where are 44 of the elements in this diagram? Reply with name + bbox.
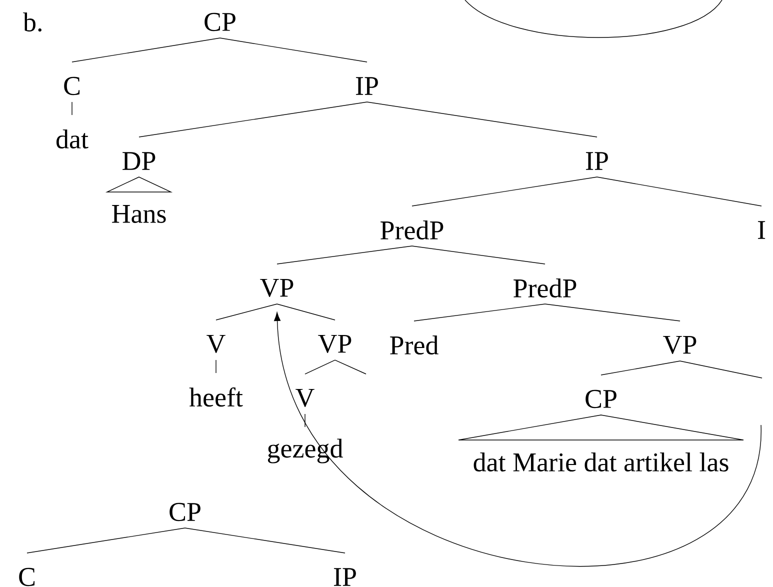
tree-label: PredP [380,220,444,240]
branch-line [72,38,220,62]
branch-line [412,246,546,264]
branch-line [600,360,680,376]
tree-label: VP [318,334,352,354]
branch-line [138,102,368,138]
branch-line [26,528,186,554]
branch-line [412,176,598,206]
branch-line [596,176,762,206]
roof-triangle [458,414,744,440]
tree-label: IP [356,77,378,95]
tree-label: IP [334,568,356,586]
tree-label: CP [204,12,236,32]
tree-label: C [19,568,35,586]
branch-line [184,528,346,554]
tree-label: heeft [189,387,243,407]
tree-label: VP [663,336,696,354]
movement-arrow [274,312,762,567]
tree-label: Hans [112,205,166,223]
tree-label: Pred [390,336,438,354]
tree-label: DP [122,152,156,170]
tree-label: dat [56,130,88,148]
tree-label: V [206,334,226,354]
branch-line [680,360,762,378]
branch-line [366,102,598,138]
tree-label: V [296,388,314,408]
tree-label: PredP [514,278,576,298]
branch-line [216,304,278,320]
branch-line [276,246,412,264]
tree-label: CP [170,502,200,522]
tree-label: dat Marie dat artikel las [474,452,728,472]
branch-line [334,360,366,374]
branch-line [276,304,336,320]
branch-line [304,414,306,428]
tree-label: C [64,76,80,96]
branch-line [220,38,368,62]
tree-label: VP [260,278,294,298]
tree-label: IP [586,152,608,170]
branch-line [304,360,336,374]
tree-label: CP [586,390,616,408]
example-label: b. [23,12,42,32]
branch-line [414,304,546,322]
tree-label: I [758,221,766,239]
branch-line [544,304,680,322]
